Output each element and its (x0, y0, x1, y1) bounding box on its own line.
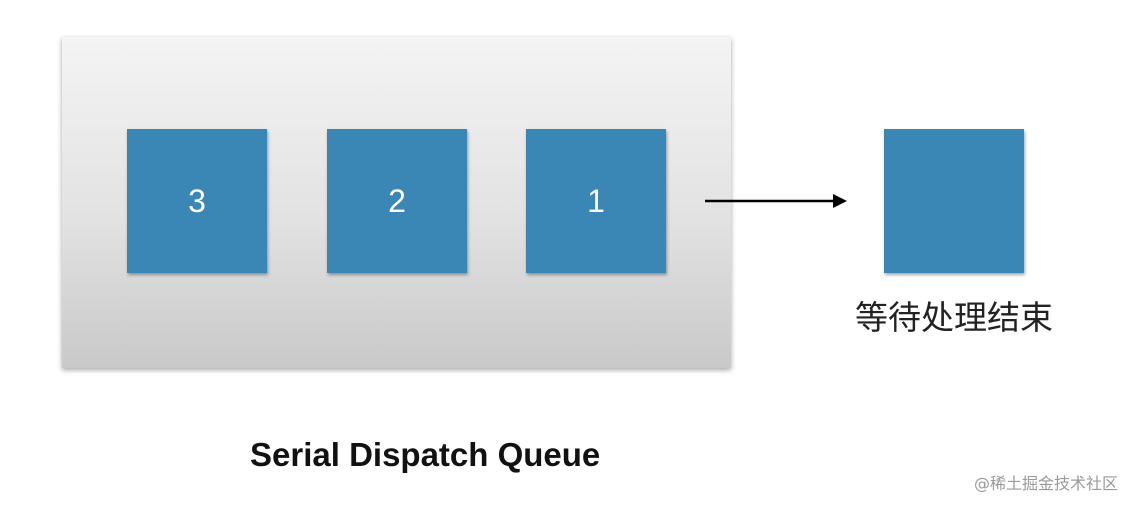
task-label-1: 1 (587, 182, 605, 219)
processing-task-block (884, 129, 1024, 273)
queue-title: Serial Dispatch Queue (250, 436, 601, 473)
dispatch-arrow (705, 194, 847, 208)
task-block-2: 2 (327, 129, 467, 273)
task-block-3: 3 (127, 129, 267, 273)
watermark: @稀土掘金技术社区 (973, 474, 1118, 493)
task-label-2: 2 (388, 182, 406, 219)
task-label-3: 3 (188, 182, 206, 219)
processing-label: 等待处理结束 (855, 298, 1053, 337)
task-block-1: 1 (526, 129, 666, 273)
